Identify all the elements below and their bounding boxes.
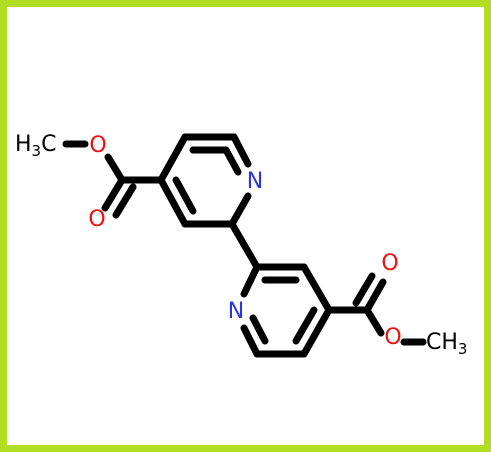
bond-ring2-inner-2 [292,306,318,345]
oxygen-atom-upper-ester: O [89,133,106,158]
methyl-label-left: H3C [15,132,56,160]
bond-ring1-f [157,133,189,184]
bond-biaryl [228,220,261,271]
bond-lower-c-o-ester [363,306,385,337]
bond-ring2-b [300,263,333,314]
methyl-right-subscript: 3 [458,340,468,358]
oxygen-atom-lower-carbonyl: O [381,251,398,276]
nitrogen-atom-lower: N [228,299,244,324]
bond-ring1-inner-3 [172,176,197,215]
nitrogen-atom-upper: N [247,169,263,194]
bonds [62,133,427,358]
bond-ring1-inner-2 [222,146,242,176]
bond-upper-co-a [101,176,126,212]
methyl-left-h: H [15,132,32,157]
atom-labels: N N O O O O [88,133,401,350]
bond-ring1-c [228,192,252,228]
bond-lower-co-a [363,278,387,314]
bond-lower-co-b [352,272,376,307]
bond-upper-c-o-ester [104,153,126,184]
methyl-left-subscript: 3 [32,142,42,160]
bond-ring2-c [300,306,333,358]
bond-ring2-f [240,263,261,298]
bond-ring1-b [230,133,252,168]
methyl-left-c: C [41,132,56,157]
bond-ring2-inner-3 [249,314,269,345]
oxygen-atom-lower-ester: O [384,325,401,350]
bond-upper-co-b [112,183,137,219]
methyl-right-ch: CH [426,330,458,355]
methyl-labels: H3C CH3 [15,132,467,358]
bond-ring1-e [157,176,189,228]
bond-ring2-e [240,324,261,358]
methyl-label-right: CH3 [426,330,467,358]
oxygen-atom-upper-carbonyl: O [88,207,105,232]
